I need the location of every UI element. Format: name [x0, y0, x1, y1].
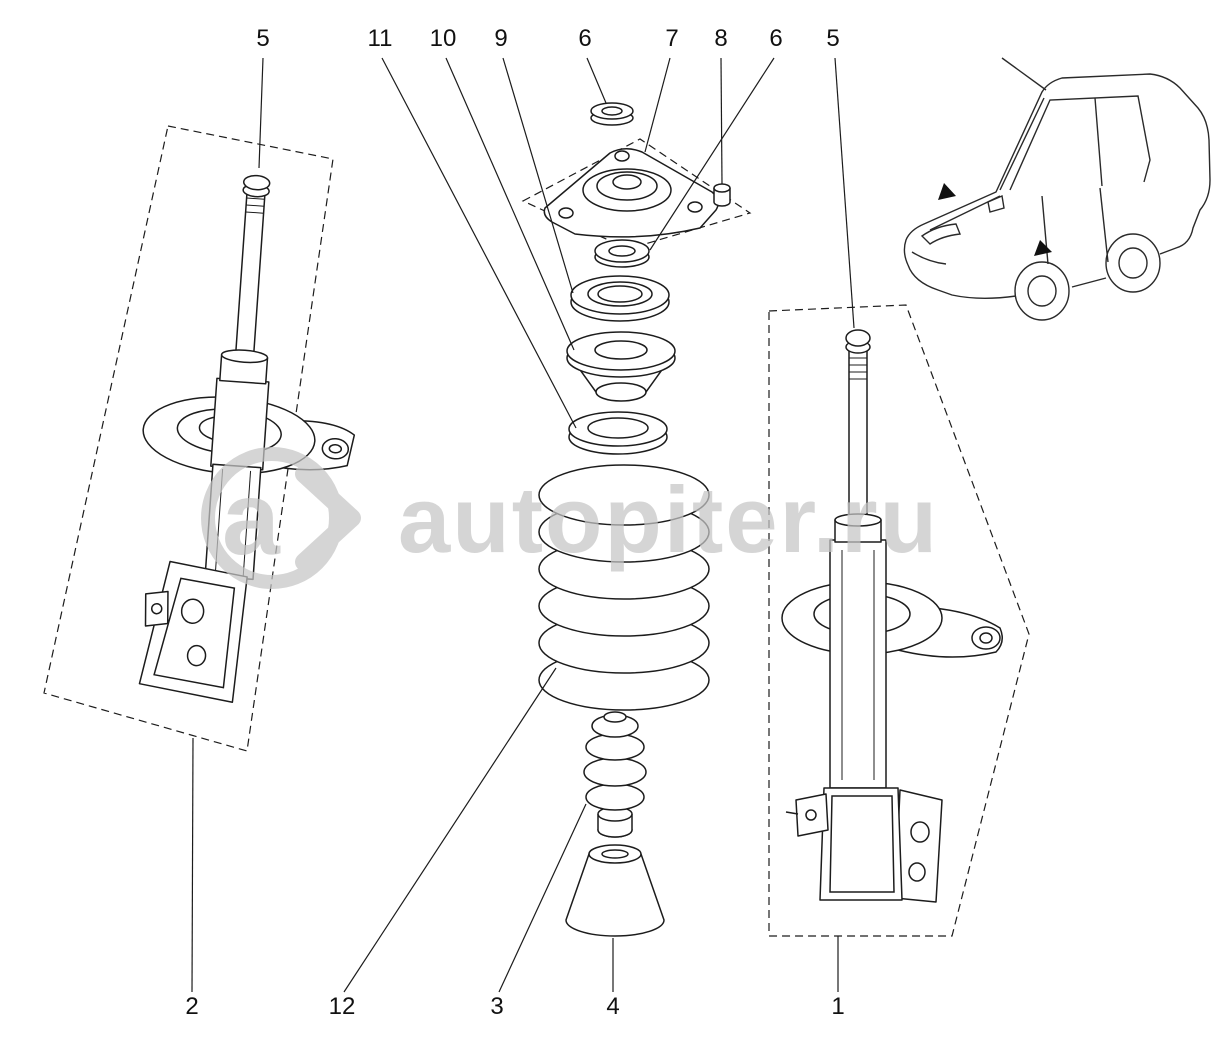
- callout-leader-line: [586, 57, 607, 104]
- callout-leader-line: [343, 667, 557, 993]
- callout-leader-line: [502, 57, 574, 294]
- callout-label-5: 5: [256, 25, 269, 52]
- callout-label-6: 6: [769, 25, 782, 52]
- callout-label-12: 12: [329, 993, 356, 1020]
- lower-washer-figure: [594, 239, 650, 268]
- callout-leader-line: [649, 57, 775, 251]
- callout-label-2: 2: [185, 993, 198, 1020]
- watermark-text: autopiter.ru: [398, 467, 939, 572]
- watermark: a autopiter.ru: [201, 447, 939, 589]
- spring-seat-figure: [566, 331, 676, 402]
- right-strut-dashed-outline: [768, 304, 1030, 937]
- callout-leader-line: [498, 803, 587, 993]
- upper-washer-figure: [590, 102, 634, 126]
- callout-label-7: 7: [665, 25, 678, 52]
- watermark-logo-arrow-icon: [295, 465, 361, 571]
- callout-leader-line: [720, 57, 723, 185]
- watermark-logo-circle: [201, 447, 343, 589]
- callout-leader-line: [644, 57, 671, 153]
- dust-boot-figure: [565, 844, 665, 937]
- callout-label-5: 5: [826, 25, 839, 52]
- suspension-arrow-icon: [938, 183, 956, 200]
- bushing-figure: [713, 183, 731, 207]
- car-sketch: [903, 57, 1211, 321]
- strut-mount-figure: [543, 148, 719, 238]
- spring-insulator-figure: [568, 411, 668, 455]
- exploded-stack: [538, 102, 731, 937]
- bearing-figure: [570, 275, 670, 322]
- callout-leader-line: [381, 57, 577, 429]
- coil-spring-figure: [538, 464, 710, 711]
- callout-leader-line: [445, 57, 575, 351]
- callout-leader-line: [834, 57, 855, 329]
- callout-label-9: 9: [494, 25, 507, 52]
- callout-label-8: 8: [714, 25, 727, 52]
- callout-label-6: 6: [578, 25, 591, 52]
- callout-label-10: 10: [430, 25, 457, 52]
- callout-layer: 5 11 10 9 6 7 8 6 5 2 12 3 4 1: [185, 25, 855, 1020]
- callout-label-4: 4: [606, 993, 619, 1020]
- left-strut-dashed-outline: [43, 125, 334, 752]
- callout-leader-line: [258, 57, 264, 169]
- suspension-arrow-icon: [1034, 240, 1052, 256]
- left-strut-figure: [138, 174, 356, 703]
- watermark-logo-letter: a: [222, 461, 281, 577]
- callout-label-11: 11: [368, 25, 393, 52]
- callout-label-1: 1: [831, 993, 844, 1020]
- right-strut-figure: [781, 329, 1003, 903]
- callout-leader-line: [191, 737, 194, 993]
- bump-stop-figure: [583, 711, 647, 838]
- callout-label-3: 3: [490, 993, 503, 1020]
